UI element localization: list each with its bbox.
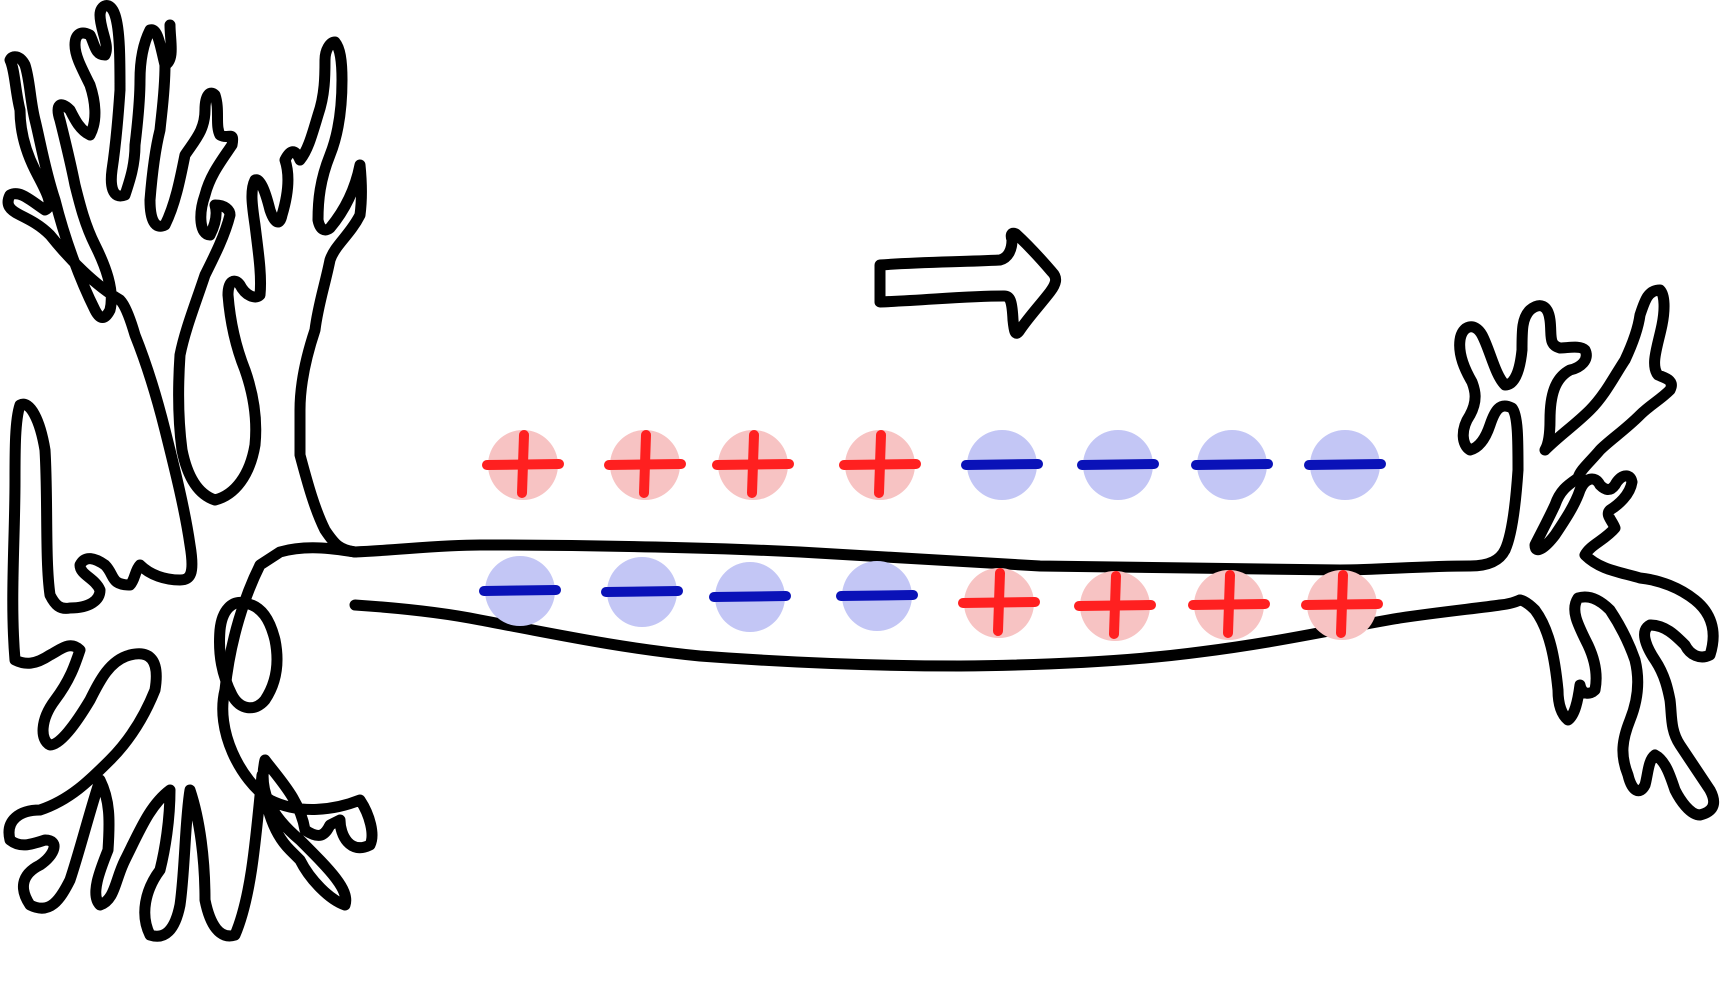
charge-bar-vertical — [1109, 571, 1121, 639]
charge-bar-vertical — [1336, 570, 1348, 638]
axon-lower-membrane — [349, 594, 1526, 672]
inside-charge-negative — [709, 562, 791, 632]
charge-bar — [1304, 459, 1386, 470]
right-arrow-icon — [874, 227, 1062, 339]
inside-charge-positive — [1074, 571, 1156, 641]
charge-bar — [961, 459, 1043, 470]
inside-charge-negative — [836, 561, 918, 631]
inside-charge-positive — [1188, 570, 1270, 640]
outside-charge-negative — [1077, 430, 1159, 500]
cell-body-outline — [2, 0, 378, 942]
charge-bar-vertical — [747, 430, 759, 498]
charge-bar — [479, 585, 561, 596]
outside-charge-positive — [604, 430, 686, 500]
outside-charge-negative — [1304, 430, 1386, 500]
charge-bar-vertical — [993, 568, 1005, 636]
inside-charge-positive — [958, 568, 1040, 638]
outside-charge-positive — [712, 430, 794, 500]
axon-upper-membrane — [349, 539, 1511, 576]
charge-bar — [1191, 459, 1273, 470]
outside-charge-negative — [961, 430, 1043, 500]
charge-bar-vertical — [1223, 570, 1235, 638]
axon-terminal — [1454, 284, 1720, 821]
inside-charge-negative — [601, 557, 683, 627]
outside-charge-positive — [839, 430, 921, 500]
dendrite-upper-middle — [144, 36, 367, 558]
axon — [349, 539, 1526, 672]
outside-charge-positive — [482, 430, 564, 500]
charge-bar — [601, 586, 683, 597]
inside-charge-positive — [1301, 570, 1383, 640]
nucleus — [214, 597, 283, 714]
inside-charge-negative — [479, 556, 561, 626]
neuron-cell-body — [2, 0, 378, 942]
membrane-charges — [479, 430, 1386, 641]
charge-bar-vertical — [517, 430, 529, 498]
axon-terminal-outline — [1454, 284, 1720, 821]
outside-charge-negative — [1191, 430, 1273, 500]
charge-bar — [1077, 459, 1159, 470]
charge-bar — [709, 591, 791, 602]
charge-bar-vertical — [874, 430, 886, 498]
charge-bar — [836, 590, 918, 601]
charge-bar-vertical — [639, 430, 651, 498]
